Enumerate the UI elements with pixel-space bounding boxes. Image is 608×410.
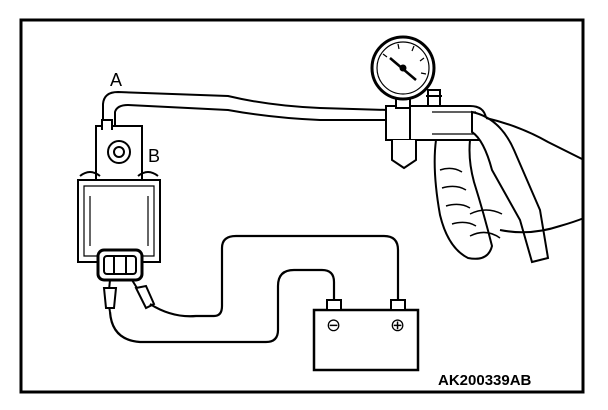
label-b: B	[148, 146, 160, 166]
label-a: A	[110, 70, 122, 90]
battery	[312, 299, 420, 372]
figure-code: AK200339AB	[438, 372, 532, 389]
vacuum-hose	[102, 90, 389, 128]
battery-negative-terminal: ⊖	[326, 315, 341, 335]
battery-positive-terminal: ⊕	[390, 315, 405, 335]
hand-vacuum-pump	[385, 89, 585, 264]
solenoid-valve	[77, 119, 161, 313]
test-wiring	[108, 234, 400, 344]
diagram-frame	[19, 18, 585, 394]
vacuum-gauge	[370, 35, 436, 101]
